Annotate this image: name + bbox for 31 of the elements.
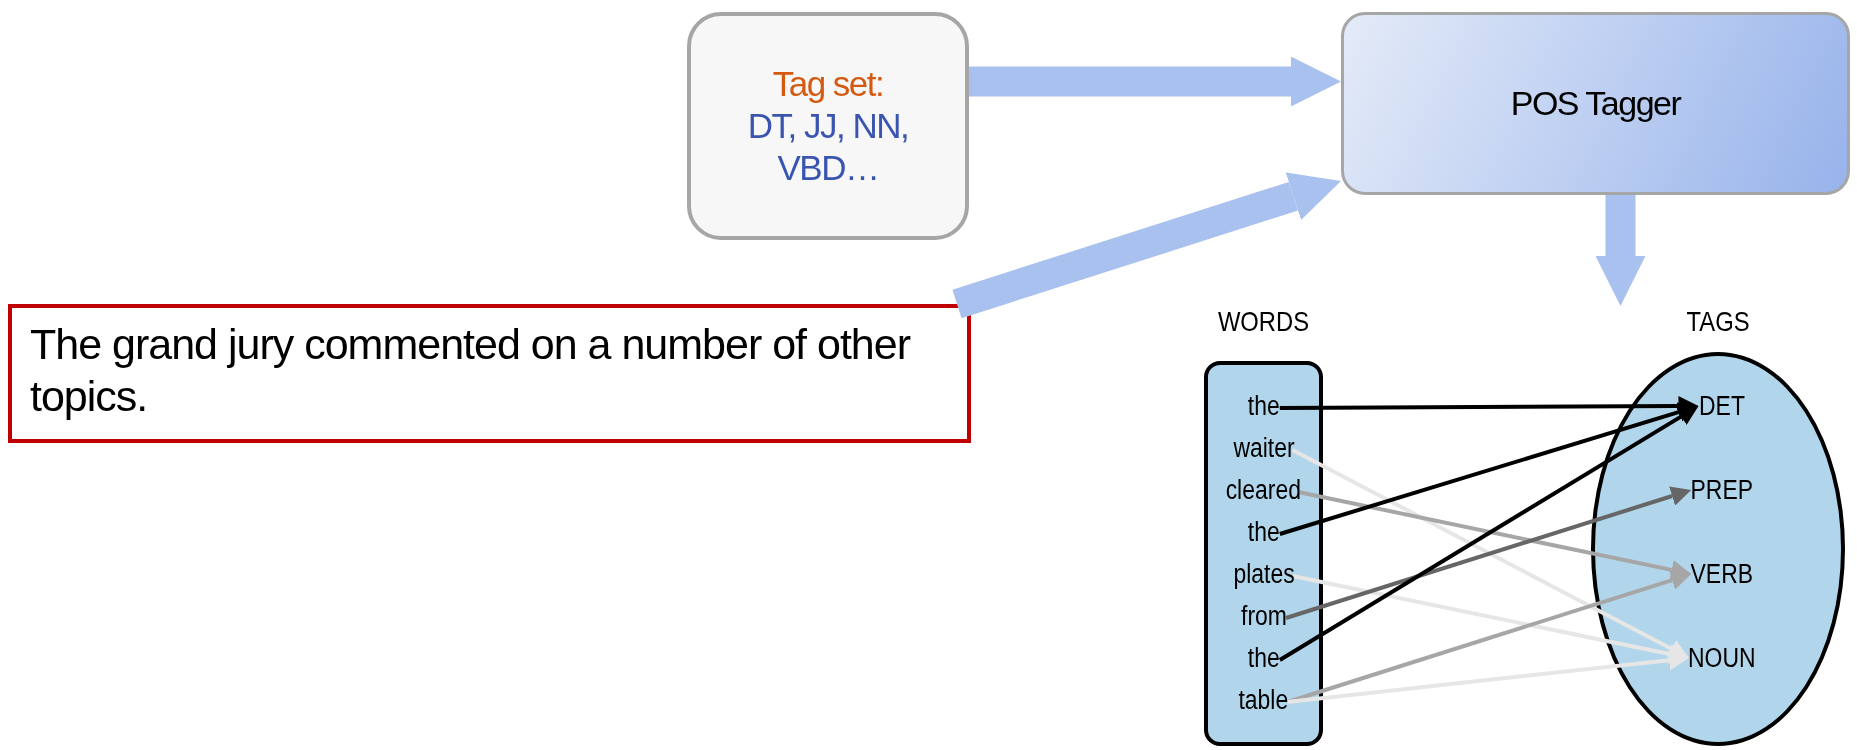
word-label: cleared <box>1225 474 1301 506</box>
box-text: DT, JJ, NN, VBD… <box>746 105 910 189</box>
arrow <box>1279 402 1699 536</box>
tag-label: DET <box>1699 390 1745 422</box>
tag-label: NOUN <box>1687 642 1756 674</box>
column-heading: TAGS <box>1685 305 1751 339</box>
process-box <box>1341 12 1850 195</box>
block-arrow <box>1595 195 1646 306</box>
block-arrow <box>952 172 1341 319</box>
sentence-box <box>8 304 971 443</box>
box-label: POS Tagger <box>1510 84 1681 123</box>
word-label: table <box>1238 684 1289 716</box>
word-label: from <box>1240 600 1287 632</box>
arrow <box>1285 486 1692 620</box>
word-label: the <box>1247 642 1280 674</box>
rounded-box <box>687 12 969 240</box>
word-label: the <box>1247 516 1280 548</box>
tag-label: VERB <box>1690 558 1753 590</box>
column-heading: WORDS <box>1216 305 1311 339</box>
word-label: plates <box>1232 558 1295 590</box>
box-heading: Tag set: <box>772 63 884 105</box>
block-arrow <box>969 56 1341 107</box>
word-label: waiter <box>1232 432 1295 464</box>
arrow <box>1278 406 1699 662</box>
arrow <box>1279 396 1699 417</box>
sentence-text: The grand jury commented on a number of other topics. <box>30 319 912 422</box>
arrow <box>1292 574 1690 664</box>
tag-label: PREP <box>1690 474 1753 506</box>
arrow <box>1287 650 1690 704</box>
arrow <box>1297 490 1692 580</box>
word-label: the <box>1247 390 1280 422</box>
